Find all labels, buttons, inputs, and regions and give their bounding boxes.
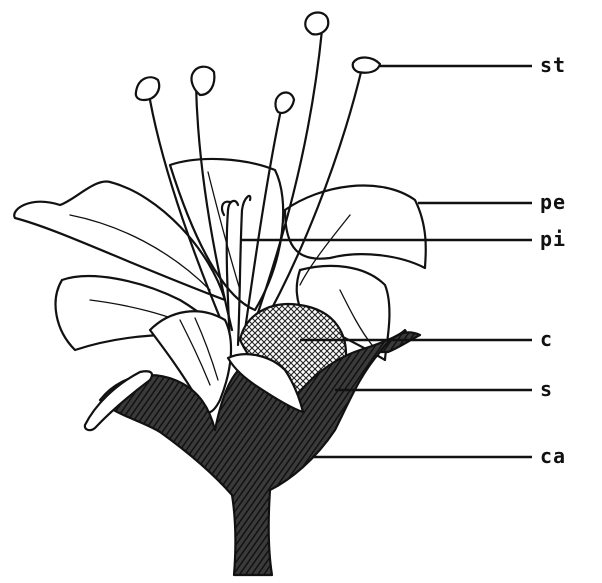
label-calyx: ca bbox=[540, 446, 566, 466]
label-perianth: pe bbox=[540, 192, 566, 212]
label-pistil: pi bbox=[540, 229, 566, 249]
label-sepal: s bbox=[540, 379, 553, 399]
label-corona: c bbox=[540, 329, 553, 349]
label-stamen: st bbox=[540, 55, 566, 75]
